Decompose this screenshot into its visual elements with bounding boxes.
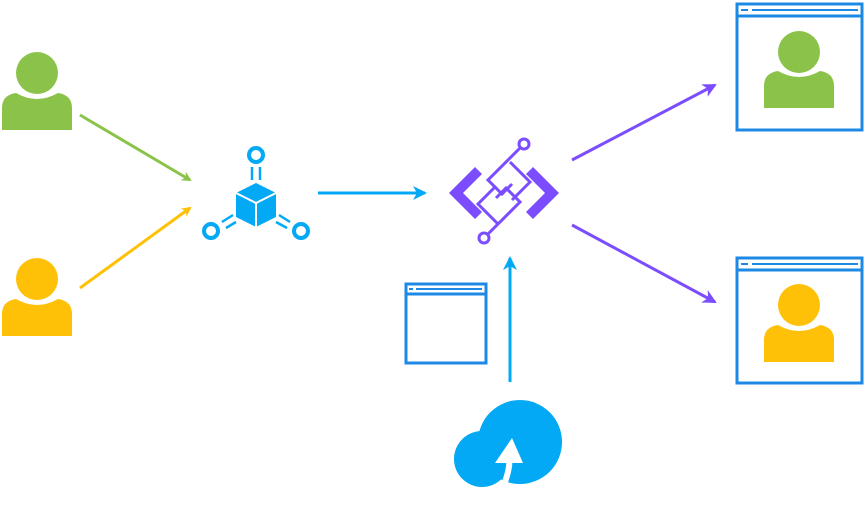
arrow-gateway-to-green-profile [571,83,717,162]
browser-window-icon [404,282,488,365]
user-icon-green [2,52,72,130]
cloud-upload-icon [454,400,562,487]
arrow-yellow-to-hub [79,206,192,290]
cube-network-icon [202,146,310,240]
api-gateway-icon [449,137,559,245]
browser-user-profile-icon-yellow [735,256,864,385]
arrow-gateway-to-yellow-profile [571,223,717,304]
arrow-green-to-hub [79,113,192,182]
browser-user-profile-icon-green [735,2,864,132]
user-icon-yellow [2,258,72,336]
